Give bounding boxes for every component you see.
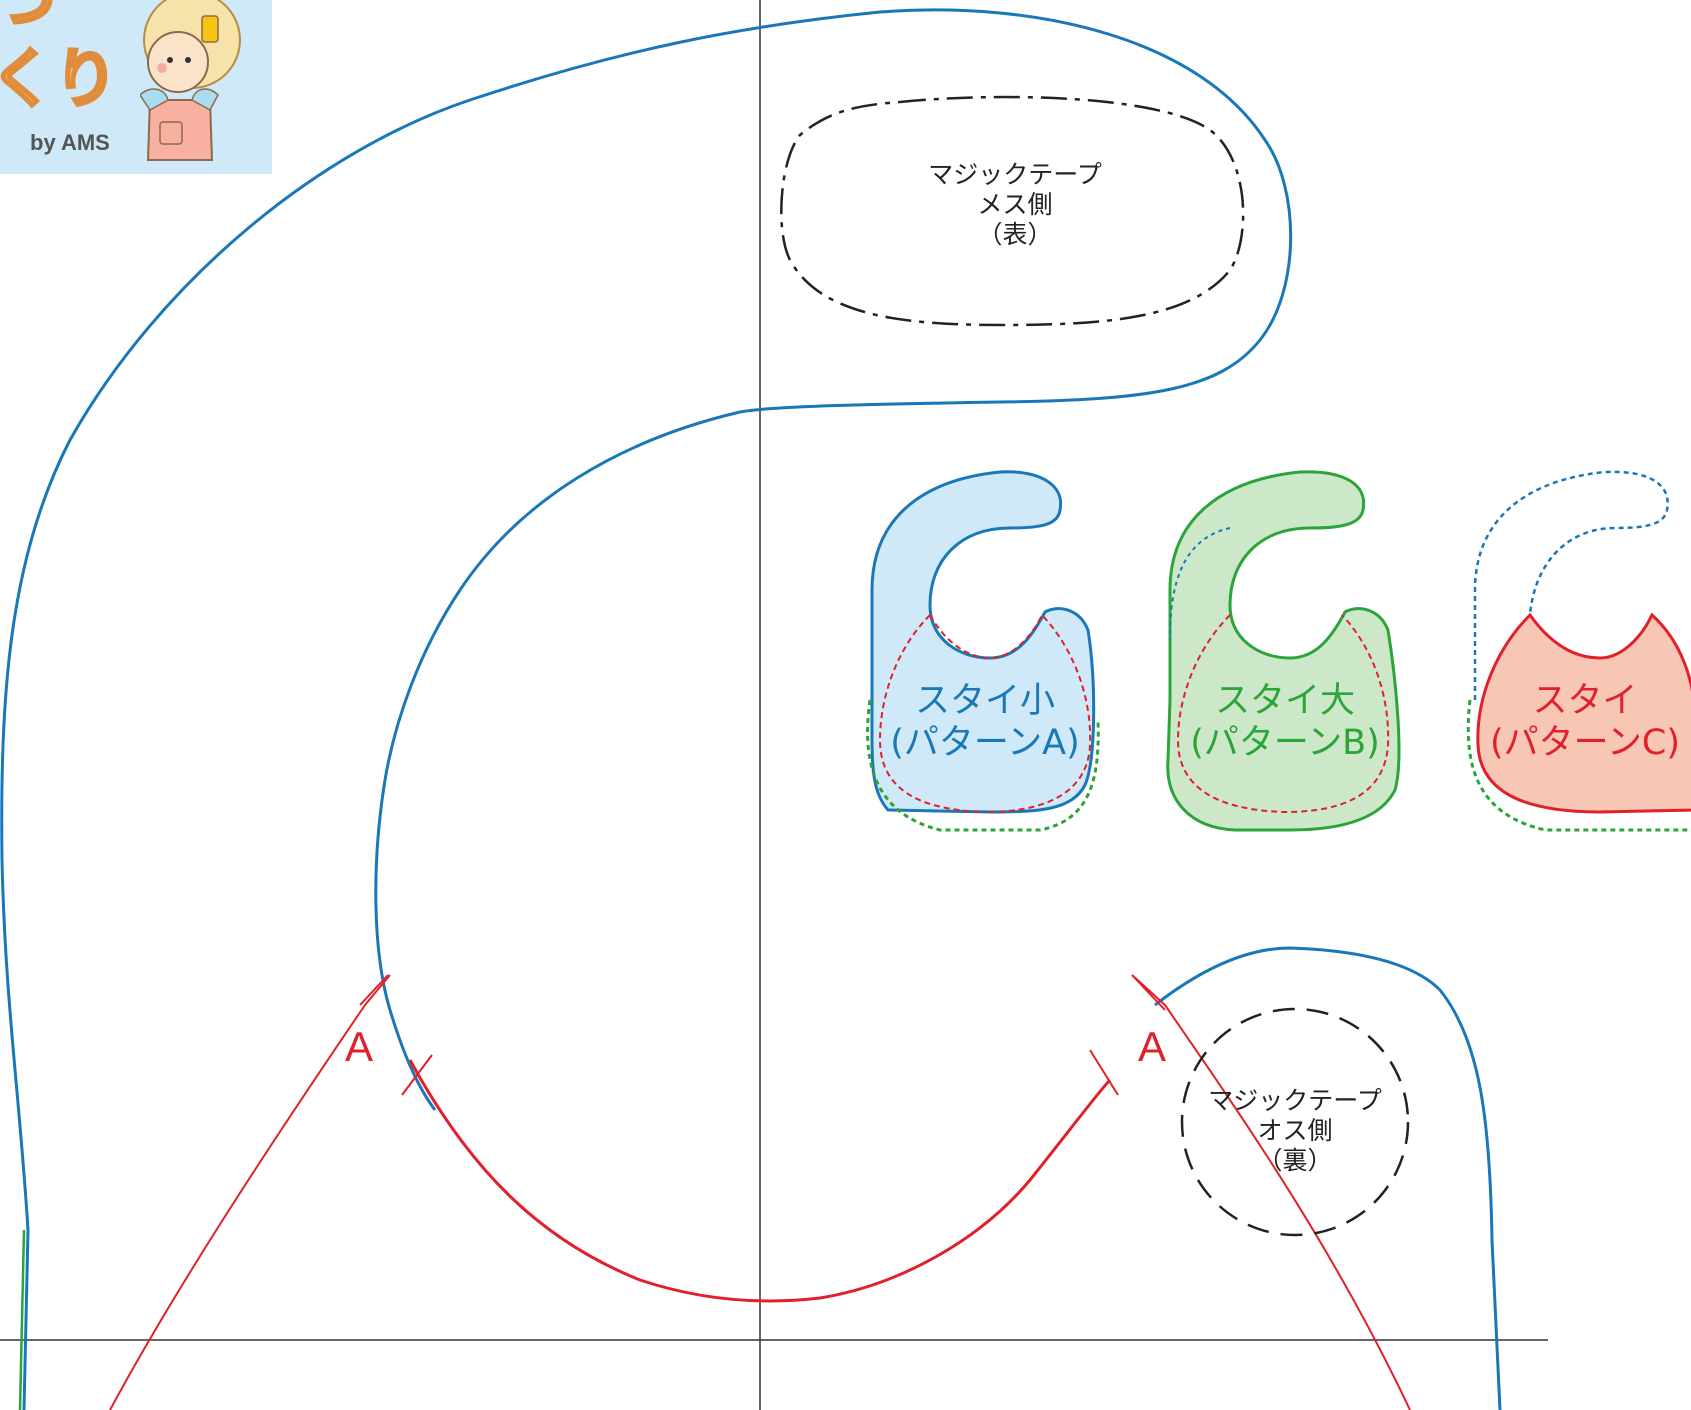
notch-tick-left-bottom: [401, 1054, 433, 1096]
notch-mark-left: A: [345, 1023, 374, 1070]
bib-b-icon: [1166, 470, 1401, 832]
tape-male-line1: マジックテープ: [1208, 1086, 1382, 1115]
logo-kana-top: つ: [0, 0, 58, 39]
notch-tick-right-top: [1131, 974, 1166, 1011]
tape-male-outline: [1180, 1007, 1410, 1237]
bib-b-label-line1: スタイ大: [1214, 681, 1355, 721]
logo-by-text: by AMS: [30, 130, 110, 155]
notch-tick-right-bottom: [1089, 1049, 1119, 1096]
red-line-left: [109, 974, 391, 1410]
bib-b-label-line2: (パターンB): [1190, 723, 1380, 763]
tape-male-label: マジックテープ オス側 （裏）: [1180, 1086, 1410, 1176]
tape-male-line3: （裏）: [1257, 1146, 1333, 1175]
notch-tick-left-top: [359, 974, 389, 1006]
notch-mark-right: A: [1138, 1023, 1167, 1070]
tape-female-label: マジックテープ メス側 （表）: [900, 160, 1130, 250]
bib-a-label-line1: スタイ小: [914, 681, 1055, 721]
red-line-right: [1131, 974, 1411, 1410]
bib-a-icon: [866, 470, 1100, 832]
blue-outline-right-tab: [1154, 946, 1502, 1410]
brand-logo: つ くり by AMS: [0, 0, 272, 174]
bib-b-label: スタイ大 (パターンB): [1180, 680, 1390, 764]
logo-kana-bottom: くり: [0, 43, 120, 117]
bib-c-label-line2: (パターンC): [1490, 723, 1680, 763]
bib-c-label: スタイ (パターンC): [1480, 680, 1690, 764]
tape-female-line2: メス側: [977, 190, 1053, 219]
green-outline-left: [18, 1229, 26, 1410]
bib-a-label: スタイ小 (パターンA): [880, 680, 1090, 764]
bib-c-label-line1: スタイ: [1532, 681, 1638, 721]
blue-outline-main: [0, 8, 1293, 1410]
bib-c-icon: [1466, 470, 1691, 832]
bib-a-label-line2: (パターンA): [890, 723, 1080, 763]
tape-female-line3: （表）: [977, 220, 1053, 249]
mascot-girl-icon: [140, 0, 241, 161]
tape-female-outline: [780, 95, 1245, 327]
tape-male-line2: オス側: [1257, 1116, 1333, 1145]
tape-female-line1: マジックテープ: [928, 160, 1102, 189]
red-neck-curve: [408, 1059, 1112, 1303]
